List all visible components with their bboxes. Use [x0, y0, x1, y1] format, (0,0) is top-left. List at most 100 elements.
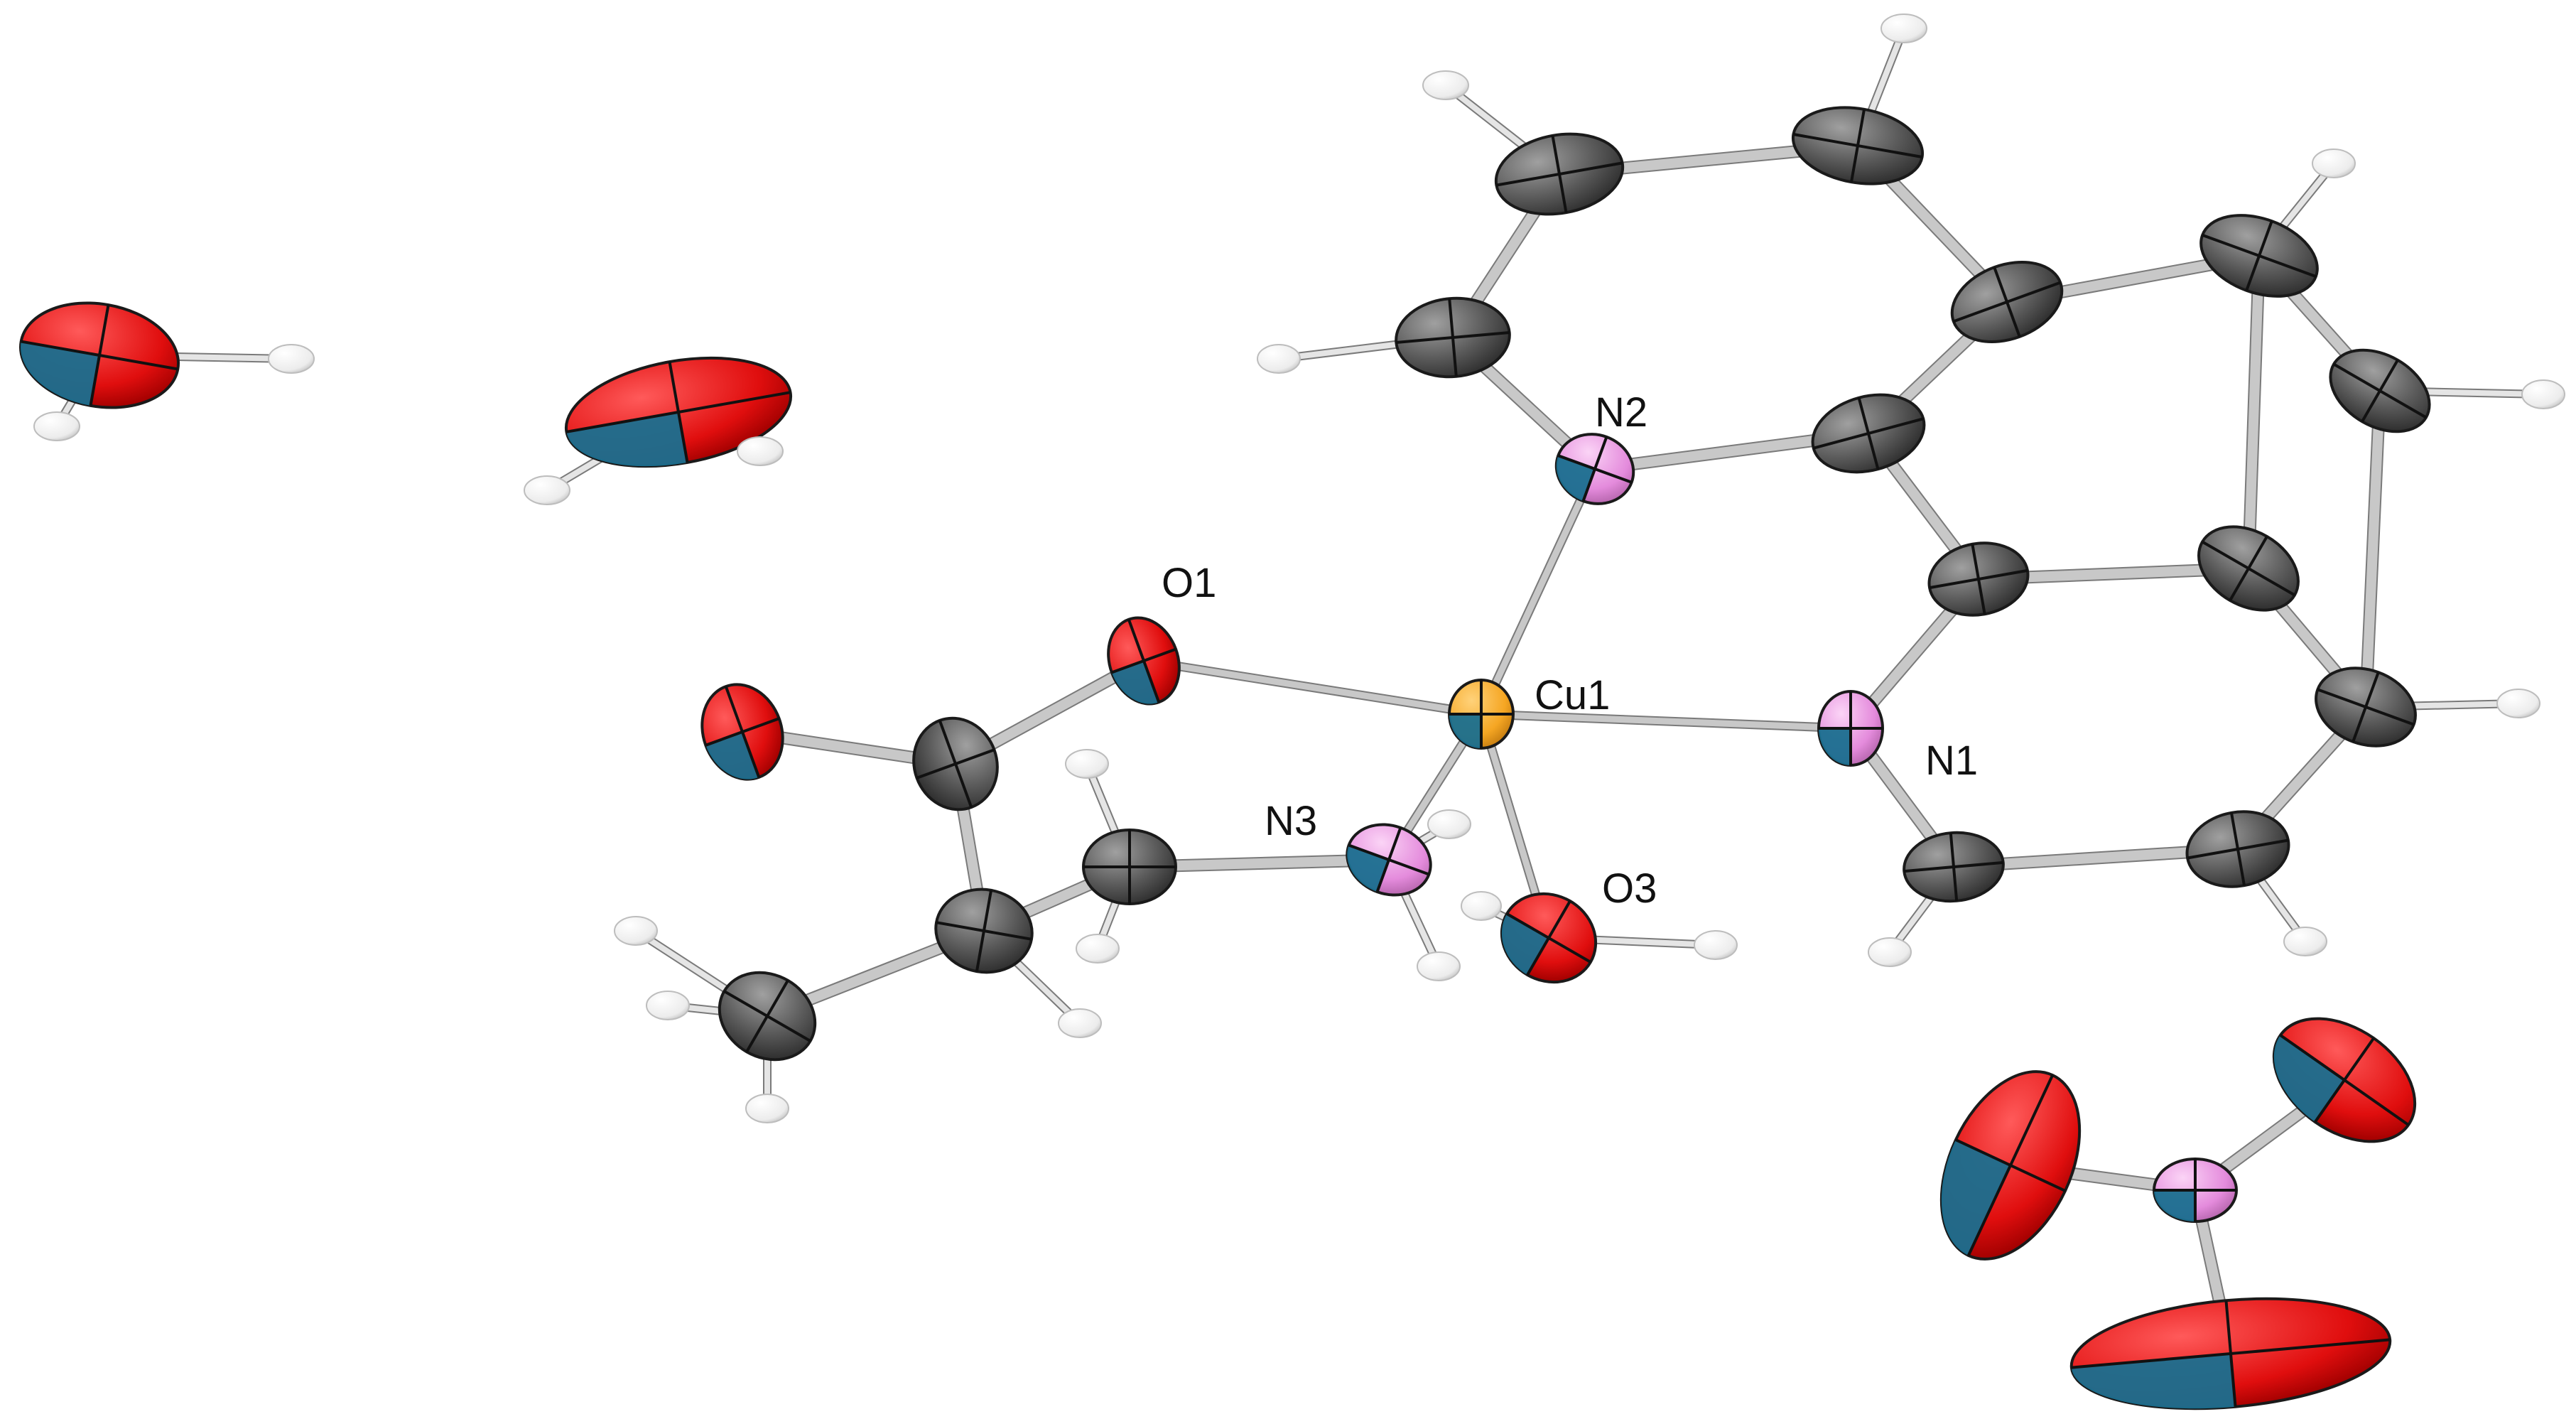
atom-ca [1494, 132, 1625, 216]
atom-ck-principal-axis-2 [1949, 833, 1959, 901]
atom-O2-principal-axis-2 [724, 686, 761, 778]
atom-N1 [1817, 690, 1884, 767]
atom-O3 [1500, 892, 1598, 984]
atom-label-o3: O3 [1602, 865, 1657, 912]
atom-ck [1903, 831, 2005, 903]
atom-cm [912, 716, 999, 811]
atom-On2 [2272, 1017, 2417, 1143]
atom-h18 [1461, 891, 1502, 921]
atom-cf [1811, 393, 1926, 474]
atom-Ow2 [564, 356, 793, 468]
atom-cg-principal-axis-2 [1448, 298, 1458, 377]
atom-cc [1950, 260, 2064, 344]
atom-cn [1082, 829, 1177, 905]
atom-h14-ellipsoid [1076, 934, 1120, 964]
atom-Ow2-octant [566, 412, 688, 467]
atom-h4 [2521, 379, 2565, 409]
atom-co-principal-axis-2 [975, 890, 993, 972]
bond-ci-cd [2244, 251, 2264, 573]
atom-cd [2199, 214, 2319, 298]
atom-h3-ellipsoid [2312, 149, 2356, 178]
atom-Ow1-principal-axis-2 [89, 304, 110, 406]
atom-h19-ellipsoid [1694, 930, 1738, 960]
atom-h17 [1417, 951, 1461, 981]
bonds-layer [53, 24, 2548, 1360]
atom-h15-ellipsoid [1058, 1008, 1102, 1038]
bond-Cu1-N1 [1478, 711, 1854, 732]
atom-h7-ellipsoid [1868, 937, 1912, 967]
atom-O3-principal-axis-2 [1526, 900, 1571, 976]
atom-h16 [1427, 809, 1471, 839]
atom-N3-principal-axis-2 [1375, 827, 1402, 892]
atom-cg [1395, 296, 1511, 379]
atom-label-o1: O1 [1162, 560, 1216, 606]
atom-h11-ellipsoid [524, 475, 570, 505]
atom-h21-ellipsoid [646, 991, 690, 1020]
atom-Ow1-octant [21, 341, 99, 406]
atoms-layer [18, 14, 2565, 1410]
atom-h5 [1257, 344, 1301, 374]
atom-ca-principal-axis-2 [1551, 135, 1568, 213]
atom-Ow2-principal-axis-2 [668, 361, 689, 463]
atom-h22-ellipsoid [745, 1094, 789, 1123]
atom-h14 [1076, 934, 1120, 964]
atom-label-cu1: Cu1 [1535, 672, 1610, 718]
atom-h18-ellipsoid [1461, 891, 1502, 921]
atom-ci [2197, 525, 2300, 612]
atom-h17-ellipsoid [1417, 951, 1461, 981]
atom-cj [2315, 667, 2417, 748]
atom-O1-principal-axis-2 [1127, 619, 1161, 703]
atom-On3-octant [2071, 1354, 2236, 1409]
bond-ce-cj [2361, 386, 2385, 712]
atom-cj-principal-axis-2 [2352, 671, 2380, 743]
atom-ci-principal-axis-2 [2229, 535, 2268, 602]
atom-O2 [700, 683, 784, 781]
atom-O1 [1107, 616, 1181, 706]
bond-N2-Cu1 [1478, 465, 1598, 718]
atom-On2-principal-axis-2 [2314, 1037, 2375, 1123]
atom-h19 [1694, 930, 1738, 960]
atom-h20 [614, 916, 658, 946]
atom-cl-principal-axis-2 [2230, 812, 2246, 886]
atom-h10-ellipsoid [33, 411, 80, 441]
atom-cb [1791, 106, 1925, 185]
atom-h10 [33, 411, 80, 441]
atom-h12-ellipsoid [737, 436, 784, 466]
atom-On3 [2069, 1297, 2392, 1410]
atom-h11 [524, 475, 570, 505]
atom-On3-principal-axis-2 [2224, 1300, 2237, 1407]
atom-h6-ellipsoid [2496, 689, 2540, 718]
atom-h21 [646, 991, 690, 1020]
atom-cc-principal-axis-2 [1993, 266, 2021, 338]
atom-h2-ellipsoid [1880, 14, 1927, 43]
atom-N2-principal-axis-2 [1581, 436, 1608, 502]
atom-On2-octant [2273, 1035, 2344, 1122]
atom-h3 [2312, 149, 2356, 178]
atom-On1 [1939, 1070, 2082, 1261]
atom-h12 [737, 436, 784, 466]
atom-Nn-octant [2154, 1190, 2195, 1221]
atom-h8-ellipsoid [2283, 927, 2327, 956]
bond-O1-Cu1 [1140, 657, 1485, 718]
atom-h22 [745, 1094, 789, 1123]
atom-h9 [268, 344, 315, 374]
atom-Cu1-octant [1449, 714, 1481, 748]
atom-On1-octant [1941, 1140, 2011, 1256]
atom-cp-principal-axis-2 [745, 979, 789, 1053]
atom-Nn [2153, 1158, 2238, 1223]
atom-h9-ellipsoid [268, 344, 315, 374]
atom-cl [2185, 810, 2290, 888]
atom-cd-principal-axis-2 [2245, 220, 2273, 291]
atom-h4-ellipsoid [2521, 379, 2565, 409]
atom-label-n2: N2 [1595, 389, 1647, 436]
atom-h5-ellipsoid [1257, 344, 1301, 374]
atom-ce-principal-axis-2 [2361, 359, 2399, 423]
atom-Ow1 [18, 301, 180, 409]
atom-Cu1 [1448, 679, 1515, 750]
atom-On1-principal-axis-2 [1967, 1074, 2054, 1256]
atom-h1 [1422, 70, 1469, 100]
atom-label-n1: N1 [1925, 738, 1978, 784]
atom-ch-principal-axis-2 [1971, 544, 1986, 615]
atom-cm-principal-axis-2 [916, 748, 995, 779]
